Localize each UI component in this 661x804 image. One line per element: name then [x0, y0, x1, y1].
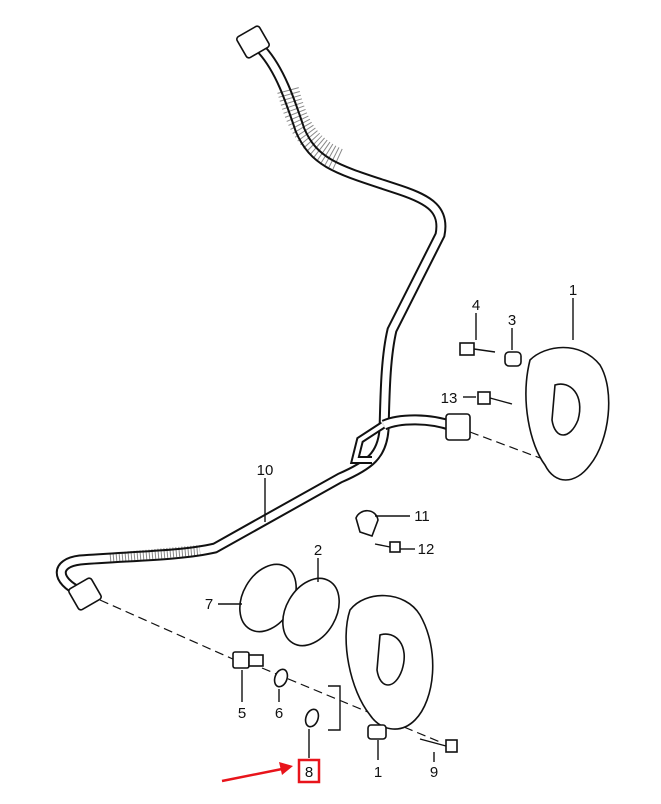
label-part-3: 3	[508, 312, 516, 329]
fitting-5	[232, 651, 264, 669]
pipe-nut-top	[236, 25, 270, 59]
pipe-10	[55, 25, 471, 611]
label-part-13: 13	[441, 390, 458, 407]
label-part-1-lower: 1	[374, 764, 382, 781]
bolt-4	[459, 342, 496, 356]
pipe-nut-left	[68, 577, 102, 611]
pipe-nut-right	[445, 413, 471, 441]
bolt-9	[419, 738, 458, 753]
washer-8	[304, 708, 320, 728]
label-part-5: 5	[238, 705, 246, 722]
label-part-10: 10	[257, 462, 274, 479]
label-part-12: 12	[418, 541, 435, 558]
label-part-4: 4	[472, 297, 480, 314]
highlight-box	[297, 758, 321, 784]
red-arrow-icon	[221, 762, 293, 783]
bolt-13	[477, 391, 513, 405]
tank-upper	[525, 346, 610, 481]
tank-lower	[345, 594, 434, 740]
label-part-7: 7	[205, 596, 213, 613]
spacer-3	[504, 351, 522, 367]
bolt-12	[374, 541, 401, 553]
label-part-2: 2	[314, 542, 322, 559]
label-part-1-upper: 1	[569, 282, 577, 299]
clamp-11	[355, 509, 379, 538]
label-part-11: 11	[414, 508, 430, 525]
label-part-8: 8	[305, 764, 313, 781]
label-part-9: 9	[430, 764, 438, 781]
label-part-6: 6	[275, 705, 283, 722]
ring-2	[282, 577, 340, 647]
washer-6	[273, 668, 289, 688]
